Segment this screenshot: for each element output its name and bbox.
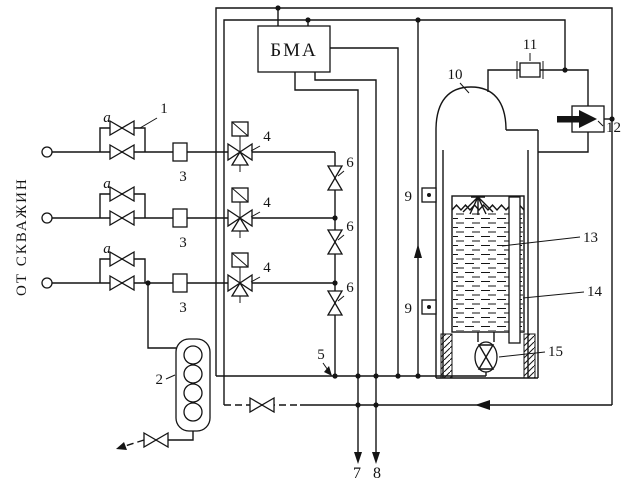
callout-7: 7: [353, 465, 361, 482]
leader-lines: [139, 53, 604, 380]
orifice-device-11: [516, 61, 544, 79]
callout-2: 2: [156, 372, 164, 388]
drain-arrow-icon: [116, 442, 127, 450]
component-symbols: [41, 5, 615, 464]
bus-valve-6-3: [327, 290, 343, 316]
sensor-dot: [427, 193, 431, 197]
callout-3-3: 3: [179, 300, 187, 316]
junction-dots: [145, 5, 615, 408]
control-block-bma: БМА: [257, 25, 331, 73]
line-valve-2: [109, 210, 135, 226]
flow-arrow-shaft: [557, 116, 579, 123]
measuring-tank-13: [451, 195, 525, 333]
drain-valve-mid: [249, 397, 275, 413]
inner-tube-14: [508, 196, 521, 344]
outlet-7-arrow-icon: [354, 452, 362, 464]
well-inlet-1: [41, 146, 53, 158]
up-flow-arrow-icon: [414, 244, 422, 258]
return-flow-arrow-icon: [475, 400, 490, 410]
callout-9-upper: 9: [405, 189, 413, 205]
callout-a-2: а: [103, 176, 111, 192]
pipe-well-lines: [52, 151, 335, 284]
bma-label: БМА: [270, 40, 318, 61]
tank-outlets: [477, 332, 495, 342]
restrictor-3-line3: [172, 273, 188, 293]
outlet-8-arrow-icon: [372, 452, 380, 464]
callout-5: 5: [317, 347, 325, 363]
bus-valve-6-2: [327, 229, 343, 255]
callout-13: 13: [583, 230, 598, 246]
callout-14: 14: [587, 284, 603, 300]
callout-10: 10: [448, 67, 463, 83]
callout-4-1: 4: [263, 129, 271, 145]
callout-4-3: 4: [263, 260, 271, 276]
callout-leaders: [139, 53, 604, 380]
line-valve-1: [109, 144, 135, 160]
bypass-valve-a-2: [109, 186, 135, 202]
flow-arrow-icon: [579, 110, 597, 128]
line-valve-3: [109, 275, 135, 291]
pipe-separator-feed: [147, 283, 176, 349]
pipe-bus-outlet8: [314, 72, 377, 452]
leader-5-arrow-icon: [324, 366, 332, 376]
callout-6-1: 6: [346, 155, 354, 171]
pipe-frame-inner: [223, 19, 566, 405]
drain-valve-bottom: [143, 432, 169, 448]
callout-8: 8: [373, 465, 381, 482]
bus-valve-6-1: [327, 165, 343, 191]
sensor-dot: [427, 305, 431, 309]
restrictor-3-line1: [172, 142, 188, 162]
vessel-walls: [435, 129, 539, 379]
callout-9-lower: 9: [405, 301, 413, 317]
callout-a-1: а: [103, 110, 111, 126]
well-inlet-3: [41, 277, 53, 289]
callout-4-2: 4: [263, 195, 271, 211]
callout-labels: ОТ СКВАЖИН а а а 1 2 3 3 3 4 4 4 5 6 6 6…: [14, 37, 621, 482]
pipe-bus-outlet7: [294, 72, 359, 452]
callout-a-3: а: [103, 241, 111, 257]
callout-12: 12: [606, 120, 621, 136]
flowmeter-rotor-icon: [477, 344, 495, 370]
bypass-valve-a-3: [109, 251, 135, 267]
callout-15: 15: [548, 344, 563, 360]
measuring-vessel-group: [421, 86, 539, 379]
restrictor-3-line2: [172, 208, 188, 228]
pipe-regulator-down: [538, 132, 589, 153]
callout-3-1: 3: [179, 169, 187, 185]
vessel-stand-right: [523, 333, 536, 379]
spray-nozzle-icon: [462, 196, 494, 215]
well-inlet-2: [41, 212, 53, 224]
callout-6-3: 6: [346, 280, 354, 296]
three-way-valve-4-line3: [227, 252, 253, 303]
pipe-separator-drain: [168, 431, 194, 441]
vessel-stand-left: [440, 333, 453, 379]
three-way-valve-4-line2: [227, 187, 253, 238]
callout-6-2: 6: [346, 219, 354, 235]
pipe-gas-left: [330, 47, 399, 376]
callout-11: 11: [523, 37, 537, 53]
bma-box: [257, 25, 331, 73]
pipe-bma-stubs: [277, 8, 309, 26]
pipe-separator-drain-dashed: [121, 439, 145, 448]
separator-2: [175, 338, 211, 432]
bypass-valve-a-1: [109, 120, 135, 136]
regulator-device-12: [557, 105, 605, 133]
from-wells-label: ОТ СКВАЖИН: [14, 177, 30, 296]
callout-1: 1: [160, 101, 168, 117]
pipe-frame-outer: [215, 7, 613, 405]
callout-3-2: 3: [179, 235, 187, 251]
vessel-dome: [435, 86, 507, 131]
three-way-valve-4-line1: [227, 121, 253, 172]
